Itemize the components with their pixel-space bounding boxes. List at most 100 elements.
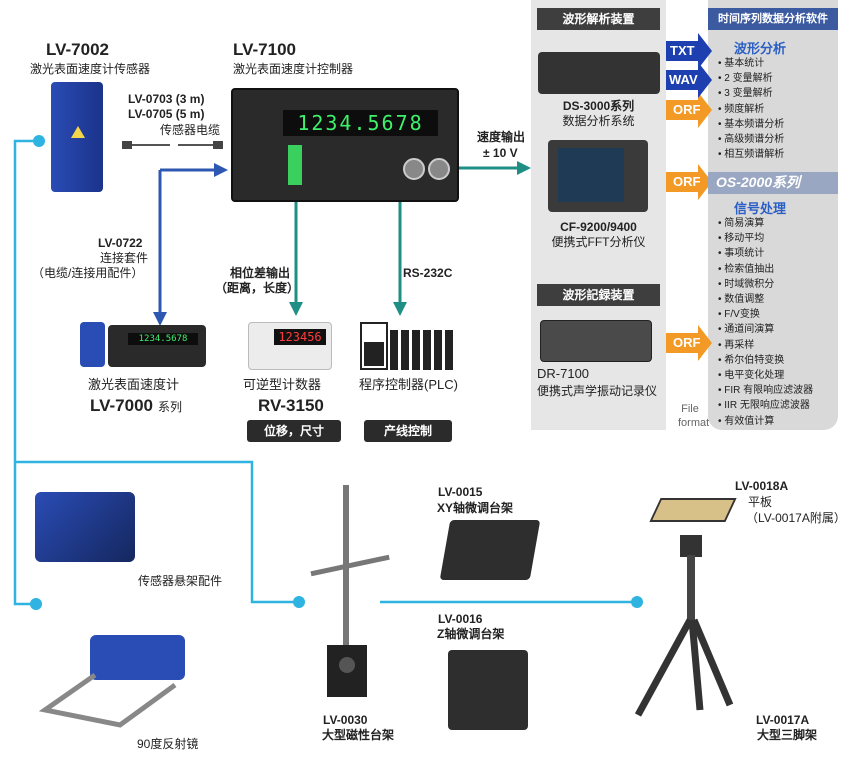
analysis-title: 波形解析装置 — [537, 8, 660, 30]
badge-txt: TXT — [670, 43, 695, 58]
laser-warning-icon — [71, 126, 85, 138]
cable-lv0703: LV-0703 (3 m) — [128, 92, 205, 106]
lv0017a-name: 大型三脚架 — [757, 728, 818, 742]
ds3000-name: 数据分析系统 — [562, 114, 635, 128]
controller-model: LV-7100 — [233, 40, 297, 59]
kit-note: （电缆/连接用配件） — [32, 266, 144, 280]
software-item: • 简易演算 — [718, 218, 765, 229]
plc-image — [360, 322, 453, 370]
software-item: • 时域微积分 — [718, 278, 775, 290]
software-item: • FIR 有限响应滤波器 — [718, 385, 814, 397]
rv3150-tag: 位移，尺寸 — [247, 420, 341, 442]
sensor-model: LV-7002 — [46, 40, 110, 59]
controller-display: 1234.5678 — [283, 110, 438, 136]
signal-list: • 简易演算• 移动平均• 事项统计• 检索值抽出• 时域微积分• 数值调整• … — [718, 216, 813, 429]
rv3150-model: RV-3150 — [258, 396, 324, 415]
phase-output-note: （距离，长度） — [215, 281, 300, 295]
dr7100-model: DR-7100 — [537, 366, 590, 381]
lv0016-name: Z轴微调台架 — [437, 627, 505, 641]
speed-output-label: 速度输出 — [477, 130, 526, 144]
waveform-list: • 基本统计 • 2 变量解析 • 3 变量解析 • 频度解析 • 基本频谱分析 • 高级… — [718, 56, 784, 162]
level-bar-icon — [288, 145, 302, 185]
software-item: • 高级频谱分析 — [718, 134, 785, 146]
cf9200-model: CF-9200/9400 — [560, 220, 637, 234]
lv0015-model: LV-0015 — [438, 485, 483, 499]
software-item: • F/V变换 — [718, 309, 760, 321]
software-panel — [708, 0, 838, 430]
lv0016-model: LV-0016 — [438, 612, 483, 626]
phase-output-label: 相位差输出 — [230, 266, 291, 280]
badge-orf: ORF — [673, 335, 701, 350]
signal-head: 信号处理 — [734, 201, 787, 216]
badge-wav: WAV — [669, 72, 698, 87]
badge-orf: ORF — [673, 102, 701, 117]
mirror-label: 90度反射镜 — [137, 737, 199, 751]
software-item: • 频度解析 — [718, 103, 765, 115]
controller-name: 激光表面速度计控制器 — [233, 62, 354, 76]
mount-image — [35, 492, 135, 562]
lv0018a-note: （LV-0017A附属） — [746, 511, 846, 525]
file-format-label: File format — [678, 403, 710, 429]
software-title: 时间序列数据分析软件 — [708, 8, 838, 30]
cf9200-name: 便携式FFT分析仪 — [551, 235, 646, 249]
software-item: • 检索值抽出 — [718, 263, 775, 275]
software-item: • 基本频谱分析 — [718, 118, 785, 130]
lv0030-model: LV-0030 — [323, 713, 368, 727]
lv0017a-image — [634, 535, 734, 717]
software-item: • 相互频谱解析 — [718, 149, 785, 161]
lv0016-image — [448, 650, 528, 730]
speed-output-value: ± 10 V — [483, 146, 518, 160]
waveform-head: 波形分析 — [734, 41, 787, 56]
software-item: • 有效值计算 — [718, 415, 775, 427]
software-item: • IIR 无限响应滤波器 — [718, 400, 810, 412]
os2000-label: OS-2000系列 — [716, 174, 801, 190]
ds3000-image — [538, 52, 660, 94]
os2000-band — [708, 172, 838, 194]
lv7000-model: LV-7000 — [90, 396, 154, 415]
lv0015-name: XY轴微调台架 — [437, 501, 514, 515]
controller-image: 1234.5678 — [231, 88, 459, 202]
sensor-name: 激光表面速度计传感器 — [30, 62, 151, 76]
ds3000-model: DS-3000系列 — [562, 99, 635, 113]
lv7000-suffix: 系列 — [158, 400, 183, 414]
software-item: • 3 变量解析 — [718, 88, 773, 100]
software-item: • 通道间演算 — [718, 324, 775, 336]
software-item: • 数值调整 — [718, 294, 765, 306]
cable-lv0705: LV-0705 (5 m) — [128, 107, 205, 121]
cable-label: 传感器电缆 — [160, 123, 221, 137]
software-item: • 2 变量解析 — [718, 73, 773, 85]
plate-image — [649, 498, 737, 522]
plc-name: 程序控制器(PLC) — [359, 377, 458, 392]
lv0018a-model: LV-0018A — [735, 479, 789, 493]
rs232-label: RS-232C — [403, 266, 453, 280]
sensor-image — [51, 82, 103, 192]
mirror-image — [38, 635, 185, 728]
software-item: • 电平变化处理 — [718, 370, 785, 382]
lv0030-name: 大型磁性台架 — [322, 728, 395, 742]
software-item: • 基本统计 — [718, 58, 765, 69]
dr7100-image — [540, 320, 652, 362]
dr7100-name: 便携式声学振动记录仪 — [537, 384, 658, 398]
plc-tag: 产线控制 — [364, 420, 452, 442]
software-item: • 希尔伯特变换 — [718, 354, 785, 366]
rv3150-name: 可逆型计数器 — [243, 377, 322, 392]
connector-icon — [428, 158, 450, 180]
lv7000-name: 激光表面速度计 — [88, 377, 180, 392]
lv7000-display: 1234.5678 — [128, 333, 198, 345]
software-item: • 事项统计 — [718, 248, 765, 260]
lv7000-sensor-image — [80, 322, 105, 367]
software-item: • 再采样 — [718, 339, 755, 351]
kit-name: 连接套件 — [100, 251, 149, 265]
lv0015-image — [439, 520, 541, 580]
lv0017a-model: LV-0017A — [756, 713, 810, 727]
screen-icon — [558, 148, 624, 202]
record-title: 波形記録装置 — [537, 284, 660, 306]
connector-icon — [403, 158, 425, 180]
lv7000-controller-image: 1234.5678 — [108, 325, 206, 367]
rv3150-image: 123456 — [248, 322, 332, 370]
rv3150-display: 123456 — [274, 329, 326, 345]
mount-label: 传感器悬架配件 — [138, 574, 223, 588]
badge-orf: ORF — [673, 174, 701, 189]
lv0018a-name: 平板 — [748, 495, 773, 509]
